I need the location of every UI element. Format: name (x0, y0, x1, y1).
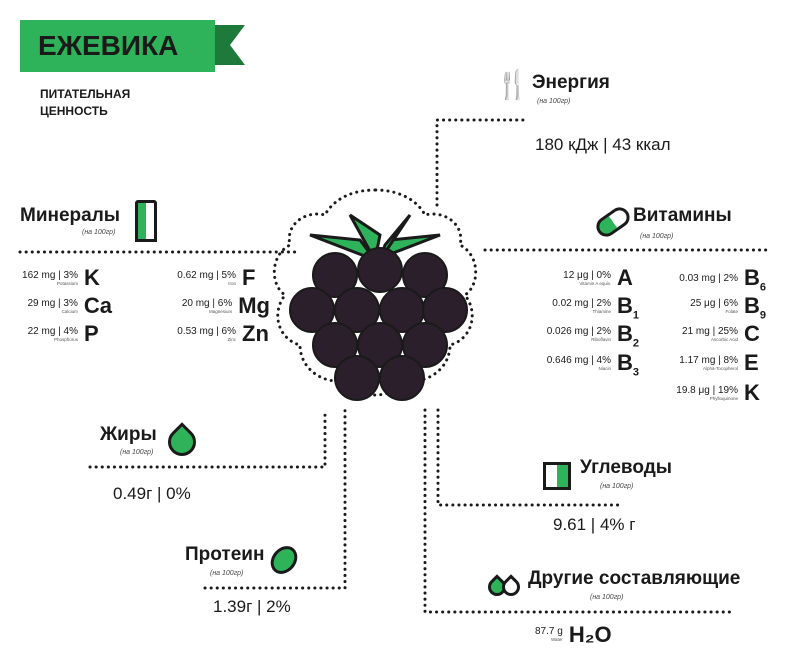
nutrient-name: Iron (228, 281, 236, 287)
nutrient-amount: 0.53 mg | 6% (177, 326, 236, 338)
nutrient-name: Phylloquinone (709, 396, 738, 402)
page-title: ЕЖЕВИКА (38, 30, 179, 61)
per-100g-label: (на 100гр) (590, 594, 624, 601)
nutrient-symbol: B6 (744, 265, 767, 294)
nutrient-symbol: A (617, 265, 633, 290)
nutrient-name: Alpha-Tocopherol (702, 366, 738, 372)
energy-title: Энергия (532, 72, 610, 93)
nutrient-amount: 0.62 mg | 5% (177, 270, 236, 282)
nutrient-amount: 0.646 mg | 4% (546, 355, 611, 367)
nutrient-amount: 1.17 mg | 8% (679, 355, 738, 367)
nutrient-symbol: B9 (744, 293, 767, 322)
nutrient-amount: 29 mg | 3% (27, 298, 78, 310)
water-drops-icon (484, 572, 524, 600)
nutrient-item: 22 mg | 4%Phosphorus P (28, 321, 112, 349)
nutrient-item: 162 mg | 3%Potassium K (22, 265, 112, 293)
energy-value: 180 кДж | 43 ккал (535, 135, 671, 154)
per-100g-label: (на 100гр) (210, 570, 244, 577)
nutrient-item: 0.02 mg | 2%Thiamine B1 (552, 293, 645, 321)
nutrient-amount: 0.03 mg | 2% (679, 273, 738, 285)
nutrient-item: 20 mg | 6%Magnesium Mg (182, 293, 270, 321)
nutrient-amount: 20 mg | 6% (181, 298, 233, 310)
nutrient-amount: 22 mg | 4% (27, 326, 78, 338)
nutrient-item: 19.8 μg | 19%Phylloquinone K (676, 380, 772, 408)
nutrient-symbol: B1 (617, 293, 640, 322)
per-100g-label: (на 100гр) (600, 483, 634, 490)
fork-knife-icon: 🍴 (495, 69, 530, 100)
per-100g-label: (на 100гр) (537, 98, 571, 105)
per-100g-label: (на 100гр) (640, 233, 674, 240)
nutrient-item: 0.53 mg | 6%Zinc Zn (177, 321, 270, 349)
nutrient-symbol: K (84, 265, 100, 290)
nutrient-item: 0.646 mg | 4%Niacin B3 (547, 350, 645, 378)
nutrient-item: 0.62 mg | 5%Iron F (177, 265, 270, 293)
nutrient-name: Magnesium (208, 309, 233, 315)
nutrient-name: Calcium (61, 309, 78, 315)
nutrient-name: Water (550, 637, 563, 642)
nutrient-name: Ascorbic Acid (710, 337, 738, 343)
nutrient-name: Niacin (598, 366, 611, 372)
nutrient-name: Riboflavin (591, 337, 611, 343)
fats-value: 0.49г | 0% (113, 484, 191, 503)
carbs-title: Углеводы (580, 457, 672, 478)
per-100g-label: (на 100гр) (120, 449, 154, 456)
nutrient-symbol: B3 (617, 350, 640, 379)
nutrient-symbol: K (744, 380, 760, 405)
page-subtitle: ПИТАТЕЛЬНАЯ ЦЕННОСТЬ (40, 86, 130, 120)
nutrient-name: Thiamine (592, 309, 611, 315)
per-100g-label: (на 100гр) (82, 229, 116, 236)
nutrient-amount: 87.7 g (535, 626, 563, 637)
nutrient-name: Vitamin A equiv. (579, 281, 611, 287)
fats-title: Жиры (100, 424, 157, 445)
minerals-title: Минералы (20, 205, 121, 226)
subtitle-line: ЦЕННОСТЬ (40, 104, 108, 118)
nutrient-name: Potassium (56, 281, 78, 287)
nutrient-amount: 162 mg | 3% (22, 270, 78, 282)
nutrient-symbol: C (744, 321, 760, 346)
nutrient-name: Zinc (227, 337, 236, 343)
nutrient-symbol: P (84, 321, 99, 346)
nutrient-item: 1.17 mg | 8%Alpha-Tocopherol E (679, 350, 772, 378)
nutrient-name: Phosphorus (53, 337, 78, 343)
nutrient-item: 12 μg | 0%Vitamin A equiv. A (563, 265, 645, 293)
nutrient-amount: 21 mg | 25% (682, 326, 738, 338)
subtitle-line: ПИТАТЕЛЬНАЯ (40, 87, 131, 101)
protein-title: Протеин (185, 544, 265, 565)
sugar-cube-icon (543, 462, 571, 490)
nutrient-item: 0.03 mg | 2% B6 (679, 265, 772, 293)
nutrient-amount: 0.026 mg | 2% (546, 326, 611, 338)
nutrient-item: 0.026 mg | 2%Riboflavin B2 (547, 321, 645, 349)
nutrient-symbol: B2 (617, 321, 640, 350)
other-title: Другие составляющие (528, 568, 741, 589)
nutrient-amount: 0.02 mg | 2% (552, 298, 611, 310)
nutrient-symbol: H₂O (568, 622, 612, 647)
nutrient-item: 21 mg | 25%Ascorbic Acid C (682, 321, 772, 349)
nutrient-symbol: Mg (238, 293, 270, 318)
nutrient-symbol: Zn (242, 321, 269, 346)
nutrient-item: 29 mg | 3%Calcium Ca (27, 293, 112, 321)
nutrient-amount: 25 μg | 6% (690, 298, 738, 310)
nutrient-amount: 12 μg | 0% (563, 270, 611, 282)
nutrient-symbol: F (242, 265, 256, 290)
nutrient-symbol: E (744, 350, 759, 375)
nutrient-item: 25 μg | 6%Folate B9 (690, 293, 772, 321)
nutrient-name: Folate (725, 309, 738, 315)
crystal-icon (135, 200, 157, 242)
nutrient-amount: 19.8 μg | 19% (676, 385, 738, 397)
carbs-value: 9.61 | 4% г (553, 515, 636, 534)
protein-value: 1.39г | 2% (213, 597, 291, 616)
vitamins-title: Витамины (633, 205, 732, 226)
nutrient-symbol: Ca (83, 293, 112, 318)
